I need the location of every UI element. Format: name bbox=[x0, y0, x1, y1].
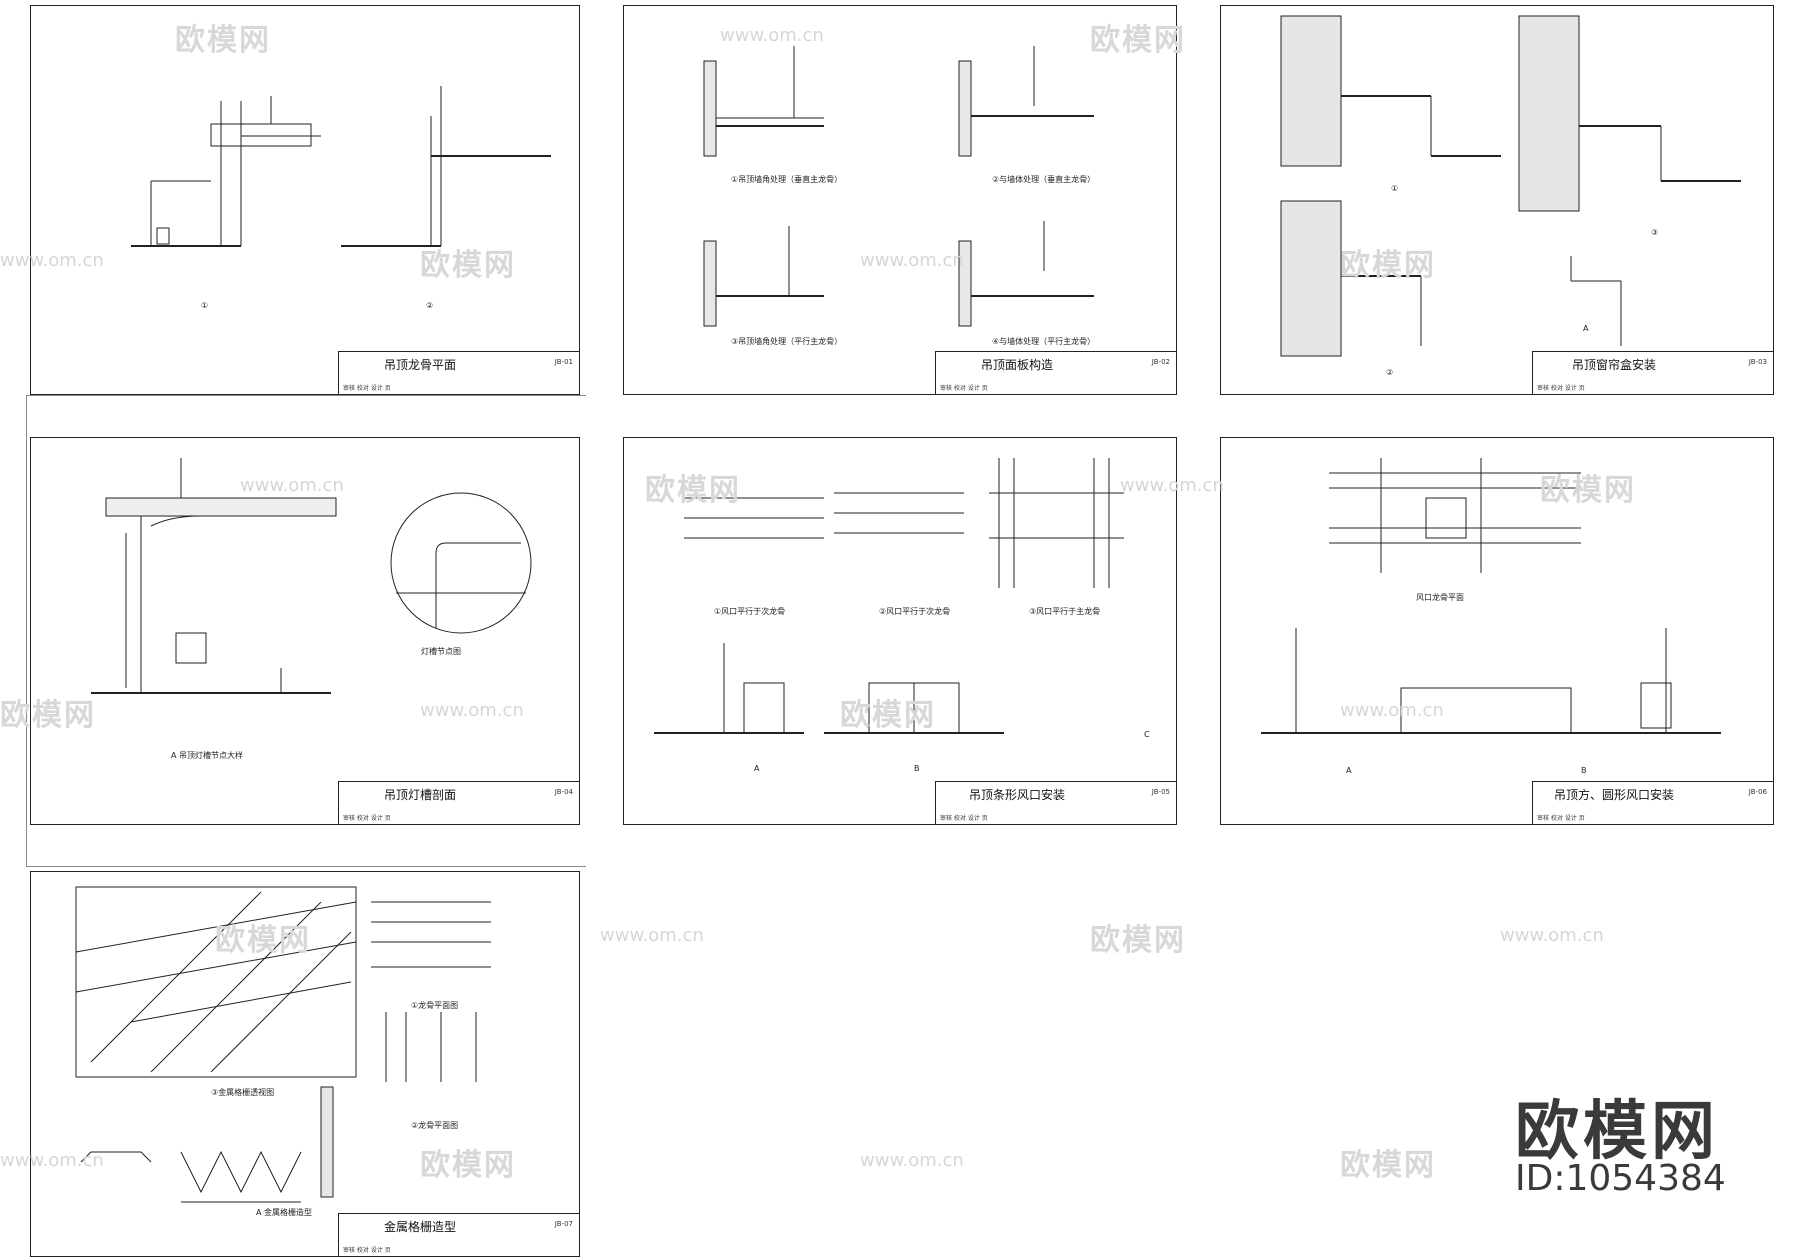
title-block-meta: 审核 校对 设计 页 bbox=[1537, 385, 1585, 392]
title-block-meta: 审核 校对 设计 页 bbox=[940, 815, 988, 822]
caption: ③吊顶墙角处理（平行主龙骨） bbox=[731, 337, 843, 346]
sheet-title: 吊顶灯槽剖面 bbox=[383, 788, 456, 802]
caption: ① bbox=[1391, 184, 1399, 193]
caption: ② bbox=[426, 301, 434, 310]
divider-line bbox=[26, 395, 586, 396]
caption: ①风口平行于次龙骨 bbox=[714, 607, 786, 616]
caption: 灯槽节点图 bbox=[421, 647, 461, 656]
title-block-meta: 审核 校对 设计 页 bbox=[343, 815, 391, 822]
sheet-4-drawing bbox=[91, 458, 532, 694]
sheet-title: 金属格栅造型 bbox=[383, 1220, 456, 1234]
sheet-title: 吊顶窗帘盒安装 bbox=[1571, 358, 1656, 372]
title-block-meta: 审核 校对 设计 页 bbox=[343, 1247, 391, 1254]
divider-line bbox=[26, 866, 586, 867]
title-block-meta: 审核 校对 设计 页 bbox=[940, 385, 988, 392]
drawing-sheet-5: ①风口平行于次龙骨 ②风口平行于次龙骨 ③风口平行于主龙骨 A B C 吊顶条形… bbox=[623, 437, 1177, 825]
caption: A bbox=[754, 764, 760, 773]
caption: ③金属格栅透视图 bbox=[211, 1088, 275, 1097]
sheet-5-drawing bbox=[654, 458, 1124, 734]
caption: ③风口平行于主龙骨 bbox=[1029, 607, 1101, 616]
caption: B bbox=[1581, 766, 1587, 775]
title-block: 吊顶方、圆形风口安装 JB-06 审核 校对 设计 页 bbox=[1532, 781, 1773, 824]
sheet-1-drawing bbox=[131, 86, 551, 247]
caption: ② bbox=[1386, 368, 1394, 377]
brand-id: ID:1054384 bbox=[1515, 1158, 1726, 1199]
watermark-url: www.om.cn bbox=[860, 1150, 964, 1171]
drawing-sheet-6: 风口龙骨平面 A B 吊顶方、圆形风口安装 JB-06 审核 校对 设计 页 bbox=[1220, 437, 1774, 825]
drawing-sheet-1: ① ② 吊顶龙骨平面 JB-01 审核 校对 设计 页 bbox=[30, 5, 580, 395]
sheet-number: JB-06 bbox=[1748, 788, 1767, 796]
caption: ①龙骨平面图 bbox=[411, 1001, 459, 1010]
brand-logo-text: 欧模网 bbox=[1515, 1095, 1719, 1169]
sheet-title: 吊顶条形风口安装 bbox=[968, 788, 1065, 802]
caption: B bbox=[914, 764, 920, 773]
sheet-number: JB-07 bbox=[554, 1220, 573, 1228]
divider-line bbox=[26, 395, 27, 866]
sheet-title: 吊顶方、圆形风口安装 bbox=[1553, 788, 1674, 802]
drawing-sheet-7: ③金属格栅透视图 ①龙骨平面图 ②龙骨平面图 A 金属格栅造型 金属格栅造型 J… bbox=[30, 871, 580, 1257]
watermark-url: www.om.cn bbox=[600, 925, 704, 946]
sheet-title: 吊顶面板构造 bbox=[980, 358, 1053, 372]
title-block: 吊顶龙骨平面 JB-01 审核 校对 设计 页 bbox=[338, 351, 579, 394]
title-block: 吊顶面板构造 JB-02 审核 校对 设计 页 bbox=[935, 351, 1176, 394]
title-block: 吊顶条形风口安装 JB-05 审核 校对 设计 页 bbox=[935, 781, 1176, 824]
caption: C bbox=[1144, 730, 1150, 739]
watermark-url: www.om.cn bbox=[1500, 925, 1604, 946]
caption: ① bbox=[201, 301, 209, 310]
sheet-6-drawing bbox=[1261, 458, 1721, 734]
sheet-number: JB-05 bbox=[1151, 788, 1170, 796]
title-block: 吊顶灯槽剖面 JB-04 审核 校对 设计 页 bbox=[338, 781, 579, 824]
sheet-number: JB-04 bbox=[554, 788, 573, 796]
caption: ③ bbox=[1651, 228, 1659, 237]
caption: ②龙骨平面图 bbox=[411, 1121, 459, 1130]
caption: 风口龙骨平面 bbox=[1416, 593, 1464, 602]
watermark-text: 欧模网 bbox=[1090, 923, 1186, 958]
caption: A bbox=[1346, 766, 1352, 775]
sheet-number: JB-02 bbox=[1151, 358, 1170, 366]
drawing-sheet-2: ①吊顶墙角处理（垂直主龙骨） ②与墙体处理（垂直主龙骨） ③吊顶墙角处理（平行主… bbox=[623, 5, 1177, 395]
caption: ①吊顶墙角处理（垂直主龙骨） bbox=[731, 175, 843, 184]
sheet-3-drawing bbox=[1280, 15, 1741, 357]
sheet-number: JB-01 bbox=[554, 358, 573, 366]
caption: A bbox=[1583, 324, 1589, 333]
caption: ④与墙体处理（平行主龙骨） bbox=[992, 337, 1096, 346]
caption: ②与墙体处理（垂直主龙骨） bbox=[992, 175, 1096, 184]
title-block-meta: 审核 校对 设计 页 bbox=[343, 385, 391, 392]
sheet-number: JB-03 bbox=[1748, 358, 1767, 366]
drawing-sheet-3: ① ② ③ A 吊顶窗帘盒安装 JB-03 审核 校对 设计 页 bbox=[1220, 5, 1774, 395]
watermark-text: 欧模网 bbox=[1340, 1148, 1436, 1183]
title-block-meta: 审核 校对 设计 页 bbox=[1537, 815, 1585, 822]
title-block: 金属格栅造型 JB-07 审核 校对 设计 页 bbox=[338, 1213, 579, 1256]
drawing-sheet-4: A 吊顶灯槽节点大样 灯槽节点图 吊顶灯槽剖面 JB-04 审核 校对 设计 页 bbox=[30, 437, 580, 825]
sheet-7-drawing bbox=[75, 886, 491, 1203]
caption: A 吊顶灯槽节点大样 bbox=[171, 751, 244, 760]
sheet-2-drawing bbox=[703, 46, 1094, 327]
sheet-title: 吊顶龙骨平面 bbox=[383, 358, 456, 372]
caption: A 金属格栅造型 bbox=[256, 1208, 313, 1217]
title-block: 吊顶窗帘盒安装 JB-03 审核 校对 设计 页 bbox=[1532, 351, 1773, 394]
caption: ②风口平行于次龙骨 bbox=[879, 607, 951, 616]
